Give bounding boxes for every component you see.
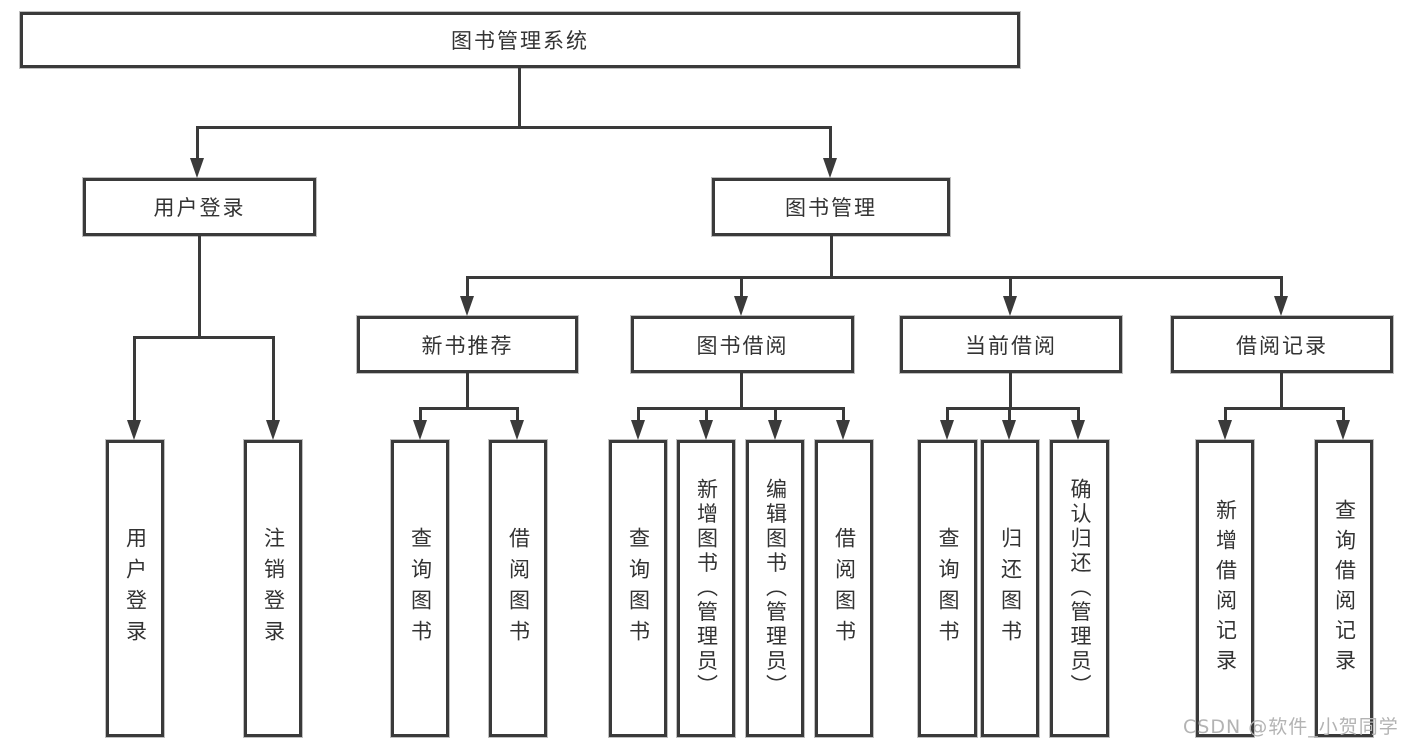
csdn-watermark: CSDN @软件_小贺同学 [1183,716,1399,738]
node-new-book-rec: 新书推荐 [356,315,579,374]
arrowhead-book-mgmt [823,158,837,178]
arrowhead-borrow-book-2 [836,420,850,440]
node-leaf-borrow-book-1: 借阅图书 [488,439,548,738]
connector-user-login-rail [133,336,275,339]
node-book-borrow: 图书借阅 [630,315,855,374]
connector-book-borrow-stem [740,373,743,410]
connector-root-stem [518,68,521,129]
node-leaf-query-book-1: 查询图书 [390,439,450,738]
connector-drop-borrow-book-1 [516,407,519,424]
arrowhead-leaf-logout [266,420,280,440]
connector-current-borrow-stem [1009,373,1012,410]
node-leaf-query-borrow-record: 查询借阅记录 [1314,439,1374,738]
node-leaf-add-book: 新增图书（管理员） [676,439,736,738]
connector-book-borrow-rail [637,407,845,410]
connector-book-mgmt-stem [830,236,833,279]
connector-drop-book-mgmt [829,126,832,162]
connector-borrow-records-rail [1224,407,1345,410]
connector-drop-current-borrow [1009,276,1012,300]
connector-drop-add-book [705,407,708,424]
connector-user-login-stem [198,236,201,339]
connector-root-rail [196,126,832,129]
connector-drop-borrow-records [1280,276,1283,300]
arrowhead-return-book [1002,420,1016,440]
connector-drop-query-book-1 [419,407,422,424]
connector-drop-book-borrow [740,276,743,300]
connector-borrow-records-stem [1280,373,1283,410]
node-leaf-confirm-return: 确认归还（管理员） [1049,439,1110,738]
arrowhead-new-book-rec [460,296,474,316]
arrowhead-borrow-records [1274,296,1288,316]
node-borrow-records: 借阅记录 [1170,315,1394,374]
arrowhead-query-book-3 [940,420,954,440]
arrowhead-user-login [190,158,204,178]
node-root: 图书管理系统 [19,11,1021,69]
connector-drop-query-book-3 [946,407,949,424]
node-leaf-add-borrow-record: 新增借阅记录 [1195,439,1255,738]
connector-new-book-rec-rail [419,407,519,410]
connector-drop-query-book-2 [637,407,640,424]
arrowhead-query-book-1 [413,420,427,440]
node-leaf-return-book: 归还图书 [980,439,1040,738]
arrowhead-query-book-2 [631,420,645,440]
arrowhead-leaf-user-login [127,420,141,440]
arrowhead-query-borrow-record [1336,420,1350,440]
connector-drop-leaf-logout [272,336,275,424]
connector-drop-borrow-book-2 [842,407,845,424]
arrowhead-book-borrow [734,296,748,316]
connector-drop-confirm-return [1077,407,1080,424]
node-book-mgmt: 图书管理 [711,177,951,237]
arrowhead-edit-book [768,420,782,440]
node-current-borrow: 当前借阅 [899,315,1123,374]
connector-drop-user-login [196,126,199,162]
connector-drop-query-borrow-record [1342,407,1345,424]
connector-drop-leaf-user-login [133,336,136,424]
connector-book-mgmt-rail [466,276,1283,279]
arrowhead-add-book [699,420,713,440]
arrowhead-current-borrow [1003,296,1017,316]
node-leaf-logout: 注销登录 [243,439,303,738]
node-leaf-borrow-book-2: 借阅图书 [814,439,874,738]
node-leaf-edit-book: 编辑图书（管理员） [745,439,805,738]
arrowhead-borrow-book-1 [510,420,524,440]
node-user-login: 用户登录 [82,177,317,237]
node-leaf-user-login: 用户登录 [105,439,165,738]
node-leaf-query-book-3: 查询图书 [917,439,978,738]
node-leaf-query-book-2: 查询图书 [608,439,668,738]
connector-current-borrow-rail [946,407,1080,410]
arrowhead-confirm-return [1071,420,1085,440]
arrowhead-add-borrow-record [1218,420,1232,440]
connector-drop-edit-book [774,407,777,424]
connector-new-book-rec-stem [466,373,469,410]
connector-drop-add-borrow-record [1224,407,1227,424]
connector-drop-new-book-rec [466,276,469,300]
connector-drop-return-book [1008,407,1011,424]
